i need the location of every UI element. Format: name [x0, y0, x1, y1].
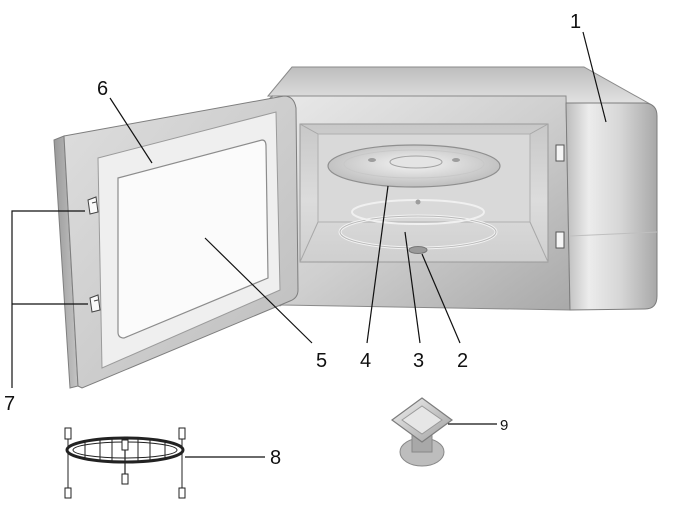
coupler-accessory [390, 397, 454, 467]
callout-1: 1 [570, 11, 581, 33]
leader-2 [421, 253, 461, 344]
callout-9: 9 [500, 417, 508, 434]
callout-labels: 1 2 3 4 5 6 7 8 9 [4, 11, 581, 469]
callout-7: 7 [4, 393, 15, 415]
callout-6: 6 [97, 78, 108, 100]
oven-cavity [299, 123, 549, 263]
latch-hole-lower [555, 231, 565, 249]
door-window [117, 139, 269, 339]
callout-8: 8 [270, 447, 281, 469]
leader-7 [11, 210, 85, 388]
control-panel [565, 102, 658, 311]
callout-4: 4 [360, 350, 371, 372]
door-latch-lower [89, 294, 101, 313]
leader-6 [109, 97, 153, 164]
callout-5: 5 [316, 350, 327, 372]
drive-shaft [408, 246, 428, 254]
leader-5 [204, 237, 313, 344]
leader-1 [582, 31, 607, 123]
leader-lines [11, 31, 607, 458]
door [53, 95, 299, 389]
callout-2: 2 [457, 350, 468, 372]
roller-ring-accessory [64, 427, 186, 499]
latch-hole-upper [555, 144, 565, 162]
door-latch-upper [87, 196, 99, 215]
leader-3 [404, 231, 421, 344]
callout-3: 3 [413, 350, 424, 372]
leader-4 [366, 185, 389, 344]
